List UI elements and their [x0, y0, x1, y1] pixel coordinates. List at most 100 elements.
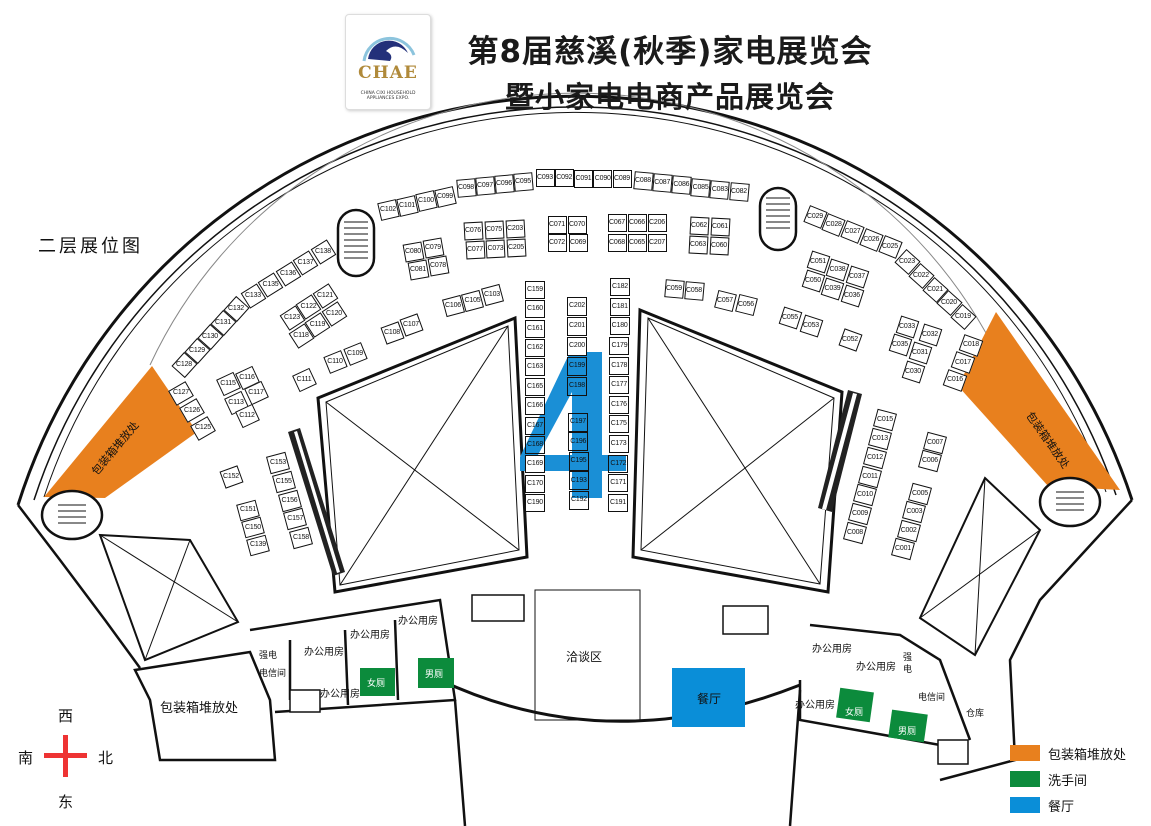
booth-c001[interactable]: C001 — [891, 537, 915, 561]
booth-c039[interactable]: C039 — [820, 277, 845, 300]
booth-c018[interactable]: C018 — [958, 333, 984, 357]
booth-c089[interactable]: C089 — [612, 170, 632, 188]
booth-c072[interactable]: C072 — [547, 234, 567, 252]
booth-c167[interactable]: C167 — [525, 416, 545, 435]
booth-c077[interactable]: C077 — [465, 240, 485, 260]
booth-c129[interactable]: C129 — [183, 337, 211, 365]
booth-c069[interactable]: C069 — [568, 234, 588, 252]
booth-c012[interactable]: C012 — [863, 446, 887, 469]
booth-c058[interactable]: C058 — [683, 281, 705, 301]
booth-c006[interactable]: C006 — [918, 449, 942, 473]
booth-c060[interactable]: C060 — [709, 236, 729, 256]
booth-c022[interactable]: C022 — [907, 262, 935, 289]
booth-c082[interactable]: C082 — [728, 182, 750, 202]
booth-c121[interactable]: C121 — [312, 283, 338, 309]
booth-c150[interactable]: C150 — [241, 516, 265, 539]
booth-c162[interactable]: C162 — [525, 339, 545, 358]
booth-c073[interactable]: C073 — [485, 239, 506, 259]
booth-c152[interactable]: C152 — [218, 465, 244, 489]
booth-c207[interactable]: C207 — [647, 234, 667, 252]
booth-c105[interactable]: C105 — [460, 289, 485, 312]
booth-c051[interactable]: C051 — [806, 250, 830, 274]
booth-c098[interactable]: C098 — [455, 178, 477, 198]
booth-c168[interactable]: C168 — [525, 435, 545, 454]
booth-c160[interactable]: C160 — [525, 300, 545, 319]
booth-c023[interactable]: C023 — [893, 248, 921, 276]
booth-c031[interactable]: C031 — [908, 341, 932, 365]
booth-c126[interactable]: C126 — [179, 398, 205, 423]
booth-c100[interactable]: C100 — [414, 190, 438, 213]
booth-c052[interactable]: C052 — [837, 328, 863, 352]
booth-c159[interactable]: C159 — [525, 281, 545, 299]
booth-c206[interactable]: C206 — [647, 214, 667, 232]
booth-c205[interactable]: C205 — [506, 238, 526, 258]
booth-c192[interactable]: C192 — [569, 490, 589, 510]
booth-c199[interactable]: C199 — [567, 356, 587, 376]
booth-c122[interactable]: C122 — [295, 294, 322, 320]
booth-c127[interactable]: C127 — [168, 380, 194, 406]
booth-c165[interactable]: C165 — [525, 377, 545, 396]
booth-c112[interactable]: C112 — [234, 403, 260, 429]
booth-c056[interactable]: C056 — [734, 293, 758, 317]
booth-c037[interactable]: C037 — [845, 265, 869, 289]
booth-c115[interactable]: C115 — [215, 371, 241, 397]
booth-c202[interactable]: C202 — [567, 296, 587, 316]
booth-c097[interactable]: C097 — [474, 176, 496, 196]
booth-c007[interactable]: C007 — [923, 431, 947, 455]
booth-c076[interactable]: C076 — [463, 221, 483, 241]
booth-c173[interactable]: C173 — [608, 435, 629, 454]
booth-c063[interactable]: C063 — [688, 235, 708, 255]
booth-c070[interactable]: C070 — [567, 216, 587, 234]
booth-c102[interactable]: C102 — [376, 199, 400, 221]
booth-c155[interactable]: C155 — [271, 470, 296, 494]
booth-c108[interactable]: C108 — [379, 321, 405, 345]
booth-c101[interactable]: C101 — [395, 194, 419, 217]
booth-c176[interactable]: C176 — [608, 395, 629, 414]
booth-c075[interactable]: C075 — [484, 220, 504, 240]
booth-c169[interactable]: C169 — [525, 455, 545, 474]
booth-c026[interactable]: C026 — [859, 227, 884, 252]
booth-c132[interactable]: C132 — [222, 295, 250, 323]
booth-c033[interactable]: C033 — [895, 315, 919, 339]
booth-c032[interactable]: C032 — [918, 323, 942, 347]
booth-c005[interactable]: C005 — [908, 482, 932, 506]
booth-c156[interactable]: C156 — [277, 489, 302, 512]
booth-c136[interactable]: C136 — [275, 261, 301, 287]
booth-c171[interactable]: C171 — [608, 474, 629, 493]
booth-c092[interactable]: C092 — [554, 169, 574, 188]
booth-c195[interactable]: C195 — [568, 451, 589, 471]
booth-c078[interactable]: C078 — [427, 255, 449, 277]
booth-c015[interactable]: C015 — [873, 408, 897, 432]
booth-c081[interactable]: C081 — [407, 259, 429, 281]
booth-c128[interactable]: C128 — [170, 351, 198, 379]
booth-c123[interactable]: C123 — [279, 305, 305, 331]
booth-c110[interactable]: C110 — [322, 350, 348, 374]
booth-c113[interactable]: C113 — [223, 390, 249, 416]
booth-c028[interactable]: C028 — [821, 212, 846, 237]
booth-c013[interactable]: C013 — [868, 427, 892, 451]
booth-c071[interactable]: C071 — [547, 216, 567, 234]
booth-c135[interactable]: C135 — [257, 272, 284, 298]
booth-c008[interactable]: C008 — [843, 521, 867, 545]
booth-c095[interactable]: C095 — [512, 172, 534, 192]
booth-c020[interactable]: C020 — [935, 290, 963, 317]
booth-c065[interactable]: C065 — [627, 234, 647, 252]
booth-c161[interactable]: C161 — [525, 319, 545, 338]
booth-c109[interactable]: C109 — [342, 342, 368, 366]
booth-c021[interactable]: C021 — [921, 276, 949, 303]
booth-c181[interactable]: C181 — [609, 297, 630, 316]
booth-c019[interactable]: C019 — [949, 303, 977, 331]
booth-c053[interactable]: C053 — [799, 314, 823, 338]
booth-c151[interactable]: C151 — [236, 499, 260, 521]
booth-c190[interactable]: C190 — [525, 494, 545, 512]
booth-c066[interactable]: C066 — [627, 214, 647, 232]
booth-c088[interactable]: C088 — [632, 171, 654, 191]
booth-c090[interactable]: C090 — [593, 169, 613, 188]
booth-c170[interactable]: C170 — [525, 474, 545, 493]
booth-c158[interactable]: C158 — [289, 526, 313, 550]
booth-c131[interactable]: C131 — [209, 309, 237, 337]
booth-c083[interactable]: C083 — [709, 180, 731, 200]
booth-c010[interactable]: C010 — [853, 484, 877, 507]
booth-c038[interactable]: C038 — [825, 258, 850, 281]
booth-c201[interactable]: C201 — [567, 316, 587, 336]
